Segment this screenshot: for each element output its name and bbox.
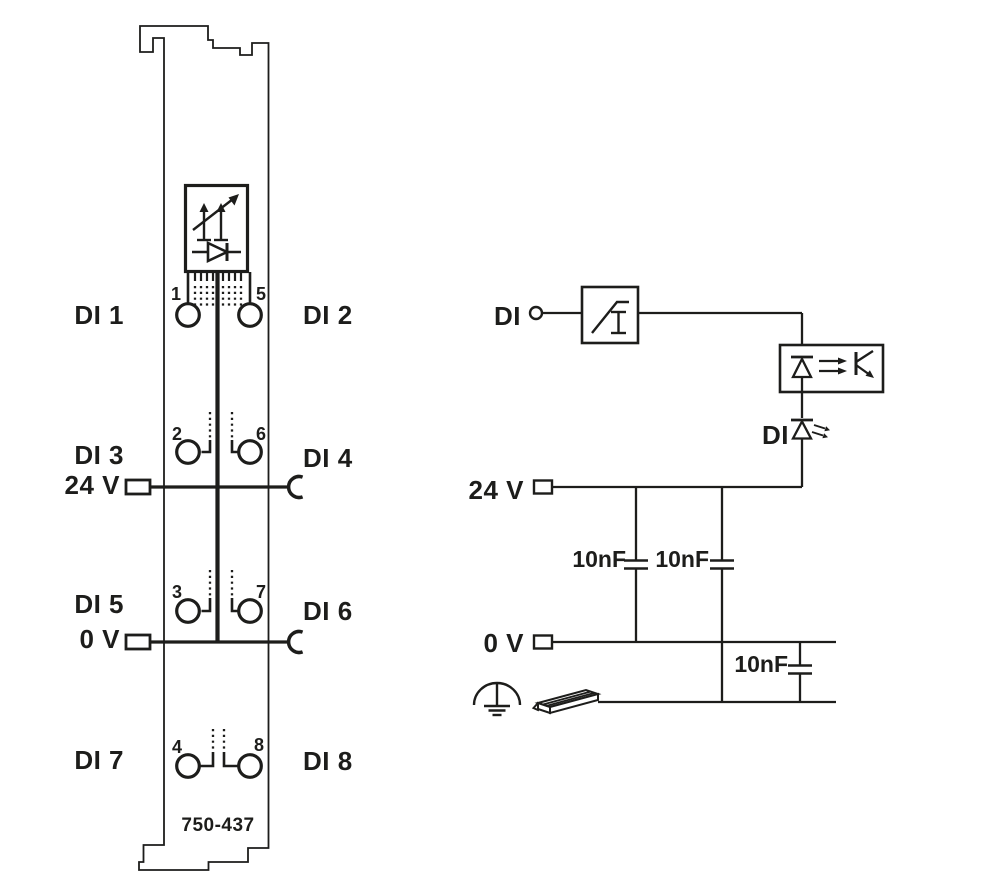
label-cap2: 10nF (655, 546, 709, 572)
contact-5 (237, 302, 263, 328)
module-0v-rail (124, 629, 304, 655)
status-indicator-icon (192, 194, 239, 242)
ground-icon (472, 681, 522, 717)
internal-bus-dots (193, 273, 243, 308)
label-di6: DI 6 (303, 596, 353, 626)
24v-schematic-terminal (532, 479, 554, 495)
contact-8 (237, 753, 263, 779)
pin-number-2: 2 (172, 424, 182, 444)
capacitor-1: 10nF (572, 487, 648, 642)
module-outline (138, 25, 270, 871)
label-di1: DI 1 (74, 300, 124, 330)
label-cap1: 10nF (572, 546, 626, 572)
contact-3 (175, 598, 201, 624)
part-number: 750-437 (181, 815, 254, 836)
label-cap3: 10nF (734, 651, 788, 677)
label-di7: DI 7 (74, 745, 124, 775)
24v-terminal-square (124, 478, 152, 496)
label-di-input: DI (494, 301, 521, 331)
pin-number-3: 3 (172, 582, 182, 602)
label-24v-module: 24 V (65, 470, 121, 500)
pin-number-6: 6 (256, 424, 266, 444)
pin-number-7: 7 (256, 582, 266, 602)
contact-2 (175, 439, 201, 465)
label-di5: DI 5 (74, 589, 124, 619)
pin-number-1: 1 (171, 284, 181, 304)
diode-icon (192, 240, 241, 264)
contact-circles (175, 302, 263, 779)
pin-number-4: 4 (172, 737, 182, 757)
pin-number-8: 8 (254, 735, 264, 755)
label-di2: DI 2 (303, 300, 353, 330)
module-24v-rail (124, 474, 304, 500)
optocoupler-icon (778, 343, 885, 418)
current-limiter-icon (580, 285, 640, 345)
contact-dotted-leads (199, 412, 239, 768)
label-24v-schematic: 24 V (469, 475, 525, 505)
contact-6 (237, 439, 263, 465)
label-di3: DI 3 (74, 440, 124, 470)
0v-jumper-contact (286, 629, 304, 655)
capacitor-3: 10nF (734, 642, 812, 702)
status-led-icon: DI (762, 418, 830, 450)
label-0v-schematic: 0 V (483, 628, 524, 658)
di-input-terminal (528, 305, 544, 321)
io-module: DI 1 DI 2 DI 3 DI 4 24 V DI 5 DI 6 0 V D… (65, 25, 353, 871)
label-di-led: DI (762, 420, 789, 450)
circuit-schematic: DI DI (469, 285, 885, 717)
label-0v-module: 0 V (79, 624, 120, 654)
0v-terminal-square (124, 633, 152, 651)
contact-7 (237, 598, 263, 624)
contact-4 (175, 753, 201, 779)
24v-jumper-contact (286, 474, 304, 500)
label-di8: DI 8 (303, 746, 353, 776)
label-di4: DI 4 (303, 443, 353, 473)
pin-number-5: 5 (256, 284, 266, 304)
contact-1 (175, 302, 201, 328)
0v-schematic-terminal (532, 634, 554, 650)
din-rail-icon (531, 688, 602, 715)
capacitor-2: 10nF (655, 487, 734, 702)
